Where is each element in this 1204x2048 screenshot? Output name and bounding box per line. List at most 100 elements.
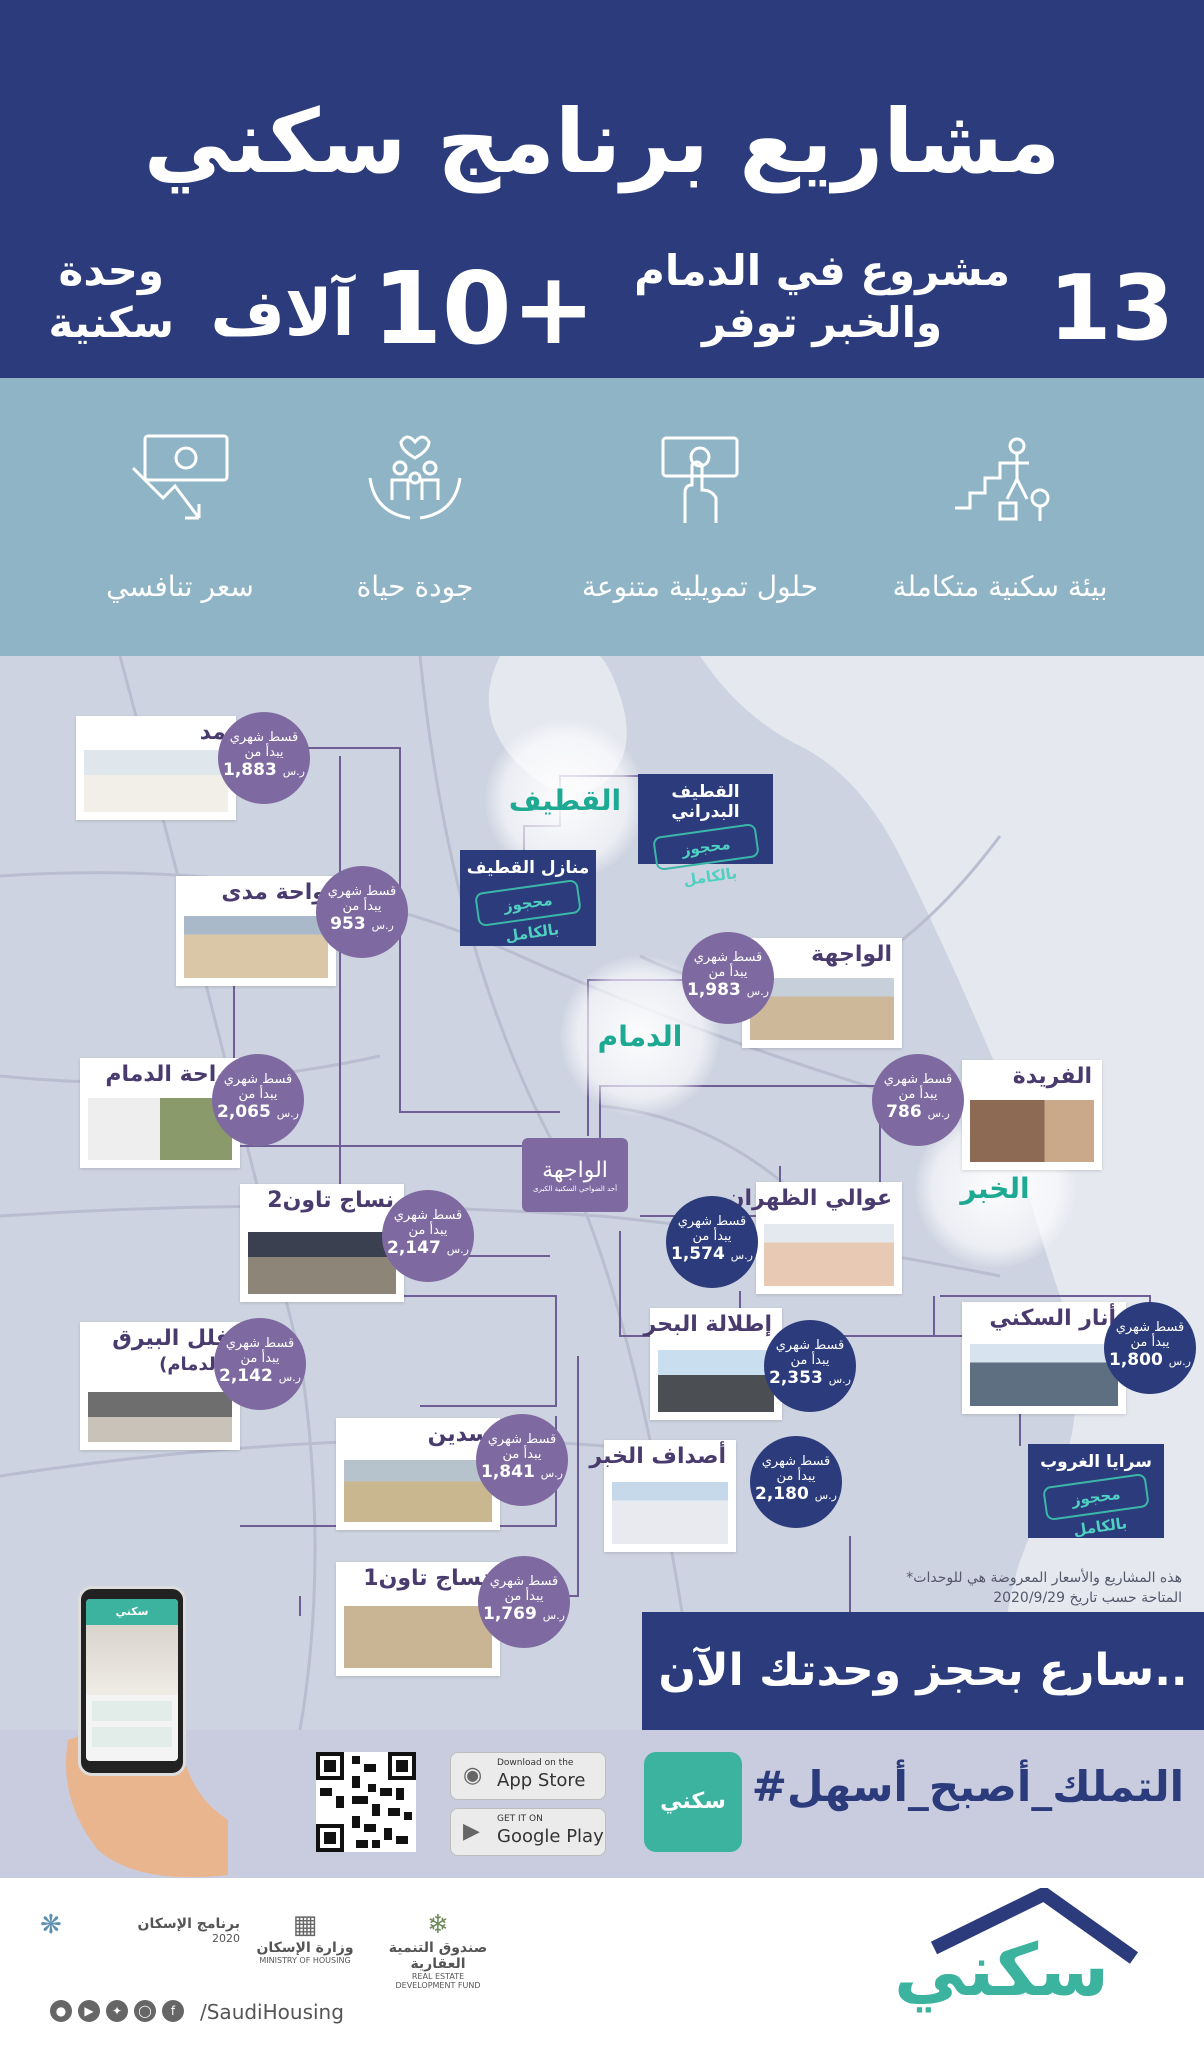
phone-card (92, 1701, 172, 1721)
facebook-icon[interactable]: f (162, 2000, 184, 2022)
ministry-name: وزارة الإسكان (256, 1940, 354, 1956)
project-card-wahat-dammam[interactable]: واحة الدمام (80, 1058, 240, 1168)
store-small-text: GET IT ON (497, 1814, 543, 1824)
google-play-button[interactable]: ▶ GET IT ON Google Play (450, 1808, 606, 1856)
price-value: 1,841 (481, 1462, 535, 1482)
disclaimer-text: *هذه المشاريع والأسعار المعروضة هي للوحد… (906, 1570, 1182, 1606)
project-photo (88, 1392, 232, 1442)
sakani-logo: سكني (874, 1885, 1144, 2028)
project-card-itlala[interactable]: إطلالة البحر (643, 1308, 782, 1420)
units-text: وحدة سكنية (48, 246, 175, 347)
project-card-fall-albairaq[interactable]: فلل البيرق (الدمام) (80, 1322, 240, 1450)
project-photo (764, 1224, 894, 1286)
projects-map[interactable]: القطيف الدمام الخبر مد قسط شهري يبدأ من … (0, 656, 1204, 1730)
project-photo (658, 1350, 774, 1412)
feature-label: بيئة سكنية متكاملة (892, 570, 1108, 603)
phone-mockup: سكني (78, 1586, 186, 1776)
sakani-logo-word: سكني (894, 1928, 1109, 2012)
page-title: مشاريع برنامج سكني (143, 90, 1061, 193)
price-value: 786 (886, 1102, 922, 1122)
project-name: أصداف الخبر (589, 1444, 726, 1469)
project-name: واحة الدمام (105, 1062, 230, 1087)
price-value: 2,353 (769, 1368, 823, 1388)
project-card-anar[interactable]: أنار السكني (962, 1302, 1126, 1414)
price-label: يبدأ من (244, 745, 284, 760)
price-currency: ر.س (730, 1249, 753, 1262)
vision-emblem-icon: ❋ (40, 1910, 62, 1940)
project-card-mad[interactable]: مد (76, 716, 236, 820)
neighborhood-icon (955, 437, 1050, 521)
project-photo (750, 978, 894, 1040)
center-logo-name: الواجهة (542, 1158, 608, 1183)
apple-icon: ◉ (463, 1763, 483, 1788)
social-handle[interactable]: /SaudiHousing (200, 2000, 344, 2024)
price-label: قسط شهري (883, 1072, 953, 1087)
project-card-nesaj2[interactable]: نساج تاون2 (240, 1184, 404, 1302)
price-label: قسط شهري (775, 1338, 845, 1353)
price-label: يبدأ من (898, 1087, 938, 1102)
sold-out-stamp: محجوز بالكامل (1042, 1472, 1150, 1539)
price-value: 2,065 (217, 1102, 271, 1122)
palm-icon: ❄ (427, 1910, 449, 1940)
center-logo-subtitle: أحد الضواحي السكنية الكبرى (532, 1185, 618, 1193)
project-photo (88, 1098, 232, 1160)
project-name: نساج تاون2 (267, 1188, 394, 1213)
sold-out-stamp: محجوز بالكامل (651, 822, 760, 889)
price-currency: ر.س (278, 1371, 301, 1384)
price-label: يبدأ من (776, 1469, 816, 1484)
units-number: 10+ (372, 250, 596, 367)
sold-out-qatif-badrani[interactable]: القطيف البدراني محجوز بالكامل (638, 774, 773, 889)
ministry-name-en: MINISTRY OF HOUSING (259, 1956, 351, 1965)
project-card-nesaj1[interactable]: نساج تاون1 (336, 1562, 500, 1676)
price-label: قسط شهري (487, 1432, 557, 1447)
sold-out-manazil-qatif[interactable]: منازل القطيف محجوز بالكامل (460, 850, 596, 946)
project-card-ahdaf[interactable]: أصداف الخبر (589, 1440, 736, 1552)
price-label: قسط شهري (223, 1072, 293, 1087)
phone-card (92, 1727, 172, 1747)
waja-center-logo: الواجهة أحد الضواحي السكنية الكبرى (522, 1138, 628, 1212)
youtube-icon[interactable]: ▶ (78, 2000, 100, 2022)
project-name: الواجهة (811, 942, 892, 967)
price-currency: ر.س (814, 1489, 837, 1502)
price-label: قسط شهري (677, 1214, 747, 1229)
twitter-icon[interactable]: ✦ (106, 2000, 128, 2022)
fund-name: صندوق التنمية العقارية (388, 1940, 488, 1972)
project-card-wahat-mada[interactable]: واحة مدى (176, 876, 336, 986)
price-label: قسط شهري (1115, 1320, 1185, 1335)
price-bubble-farida: قسط شهري يبدأ من ر.س 786 (872, 1054, 964, 1146)
price-currency: ر.س (927, 1107, 950, 1120)
app-store-button[interactable]: ◉ Download on the App Store (450, 1752, 606, 1800)
price-label: يبدأ من (1130, 1335, 1170, 1350)
sold-out-saraya[interactable]: سرايا الغروب محجوز بالكامل (1028, 1444, 1164, 1539)
header-banner: مشاريع برنامج سكني 13 مشروع في الدمام وا… (0, 0, 1204, 378)
price-value: 2,147 (387, 1238, 441, 1258)
phone-screen: سكني (86, 1599, 178, 1761)
project-name: فلل البيرق (112, 1326, 230, 1351)
units-word: آلاف (210, 277, 355, 351)
price-label: يبدأ من (790, 1353, 830, 1368)
qr-code[interactable] (316, 1752, 416, 1852)
instagram-icon[interactable]: ◯ (134, 2000, 156, 2022)
project-card-farida[interactable]: الفريدة (962, 1060, 1102, 1170)
price-value: 1,800 (1109, 1350, 1163, 1370)
price-bubble-wahat-mada: قسط شهري يبدأ من ر.س 953 (316, 866, 408, 958)
price-currency: ر.س (542, 1609, 565, 1622)
sakani-app-icon[interactable]: سكني (644, 1752, 742, 1852)
features-band: بيئة سكنية متكاملة حلول تمويلية متنوعة ج… (0, 378, 1204, 656)
project-card-awali[interactable]: عوالي الظهران (726, 1182, 902, 1294)
project-name: القطيف البدراني (671, 782, 740, 822)
price-label: يبدأ من (708, 965, 748, 980)
housing-program-name: برنامج الإسكان (137, 1916, 240, 1932)
project-name: عوالي الظهران (725, 1186, 892, 1211)
project-card-sadin[interactable]: سدين (336, 1418, 500, 1530)
cta-banner[interactable]: سارع بحجز وحدتك الآن.. (642, 1612, 1204, 1730)
snapchat-icon[interactable]: ● (50, 2000, 72, 2022)
price-value: 1,769 (483, 1604, 537, 1624)
project-photo (970, 1344, 1118, 1406)
price-bubble-ahdaf: قسط شهري يبدأ من ر.س 2,180 (750, 1436, 842, 1528)
price-currency: ر.س (282, 765, 305, 778)
project-photo (612, 1482, 728, 1544)
price-label: قسط شهري (693, 950, 763, 965)
feature-label: سعر تنافسي (106, 570, 254, 603)
price-bubble-awali: قسط شهري يبدأ من ر.س 1,574 (666, 1196, 758, 1288)
